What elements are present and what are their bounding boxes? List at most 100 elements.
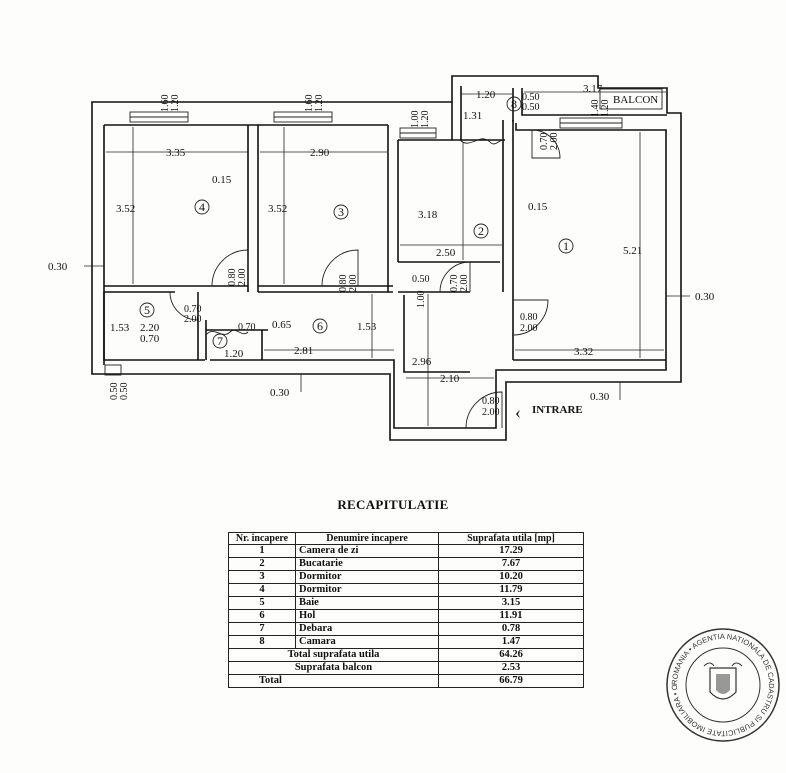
dim-label: 5.21 (623, 245, 642, 257)
entrance-arrow: ‹ (515, 402, 521, 422)
dim-label: 3.35 (166, 147, 186, 159)
dim-label: 0.70 (184, 304, 202, 315)
total-utila-value: 64.26 (438, 648, 584, 662)
cell-name: Baie (295, 596, 439, 610)
recap-table: Nr. incapere Denumire incapere Suprafata… (228, 532, 584, 688)
balcon-label: BALCON (613, 94, 658, 106)
dim-label: 0.30 (695, 291, 715, 303)
dim-label: 0.50 (119, 383, 130, 401)
dim-label: 3.17 (583, 83, 603, 95)
cell-name: Dormitor (295, 570, 439, 584)
cell-nr: 3 (228, 570, 296, 584)
svg-text:6: 6 (317, 319, 323, 333)
cell-nr: 4 (228, 583, 296, 597)
doors (169, 129, 561, 429)
dim-label: 1.40 (590, 100, 601, 118)
dim-label: 2.96 (412, 356, 432, 368)
recap-header-row: Nr. incapere Denumire incapere Suprafata… (228, 532, 584, 545)
entrance-label: INTRARE (532, 404, 583, 416)
dim-label: 0.80 (482, 396, 500, 407)
total-utila-label: Total suprafata utila (228, 648, 439, 662)
cell-nr: 5 (228, 596, 296, 610)
dim-label: 3.18 (418, 209, 438, 221)
dim-label: 0.80 (338, 275, 349, 293)
cell-nr: 1 (228, 544, 296, 558)
dim-label: 2.00 (237, 269, 248, 287)
svg-text:2: 2 (478, 224, 484, 238)
cell-area: 0.78 (438, 622, 584, 636)
dim-label: 0.50 (522, 92, 540, 103)
dim-label: 0.30 (590, 391, 610, 403)
dim-label: 0.80 (227, 269, 238, 287)
dim-label: 2.00 (184, 314, 202, 325)
dim-label: 0.50 (522, 102, 540, 113)
room-marker: 5 (139, 302, 155, 318)
cell-nr: 7 (228, 622, 296, 636)
room-marker: 8 (506, 96, 522, 112)
dim-label: 2.50 (436, 247, 456, 259)
cell-area: 10.20 (438, 570, 584, 584)
dim-label: 3.52 (116, 203, 135, 215)
cell-area: 3.15 (438, 596, 584, 610)
dim-label: 1.31 (463, 110, 482, 122)
total-label: Total (228, 674, 439, 688)
dim-label: 0.70 (539, 133, 550, 151)
cell-name: Camera de zi (295, 544, 439, 558)
dim-label: 3.52 (268, 203, 287, 215)
cell-name: Camara (295, 635, 439, 649)
cell-area: 11.79 (438, 583, 584, 597)
room-marker: 1 (558, 238, 574, 254)
cell-nr: 2 (228, 557, 296, 571)
dim-label: 0.70 (238, 322, 256, 333)
cell-area: 17.29 (438, 544, 584, 558)
dim-label: 1.53 (110, 322, 130, 334)
svg-text:1: 1 (563, 239, 569, 253)
dim-label: 2.90 (310, 147, 330, 159)
coat-of-arms-icon (703, 662, 743, 700)
cell-area: 11.91 (438, 609, 584, 623)
floor-plan: 1 2 3 4 5 6 7 8 BALCON INTRARE ‹ 3.35 3.… (48, 75, 715, 441)
room-marker: 6 (312, 318, 328, 334)
dim-label: 1.20 (420, 111, 431, 129)
dim-label: 0.50 (109, 383, 120, 401)
cell-area: 7.67 (438, 557, 584, 571)
vertical-dimension-labels: 1.60 1.20 1.60 1.20 1.00 1.20 1.40 1.20 … (109, 95, 611, 401)
dim-label: 1.20 (224, 348, 244, 360)
cell-name: Bucatarie (295, 557, 439, 571)
dim-label: 0.30 (270, 387, 290, 399)
header-area: Suprafata utila [mp] (438, 532, 584, 545)
header-name: Denumire incapere (295, 532, 439, 545)
windows (104, 111, 623, 376)
balcon-label: Suprafata balcon (228, 661, 439, 675)
room-marker: 2 (473, 223, 489, 239)
official-stamp: ROMANIA • AGENTIA NATIONALA DE CADASTRU … (664, 626, 780, 742)
dim-label: 1.20 (314, 95, 325, 113)
room-marker: 3 (333, 204, 349, 220)
cell-name: Debara (295, 622, 439, 636)
balcon-value: 2.53 (438, 661, 584, 675)
dim-label: 1.53 (357, 321, 377, 333)
dim-label: 0.15 (212, 174, 232, 186)
dim-label: 0.80 (520, 312, 538, 323)
dim-label: 1.60 (160, 95, 171, 113)
dim-label: 1.60 (304, 95, 315, 113)
dim-label: 2.81 (294, 345, 313, 357)
cell-nr: 6 (228, 609, 296, 623)
dim-label: 1.00 (410, 111, 421, 129)
cell-name: Hol (295, 609, 439, 623)
dim-label: 0.50 (412, 274, 430, 285)
room-marker: 4 (194, 199, 210, 215)
room-numbers: 1 2 3 4 5 6 7 8 (139, 96, 574, 349)
dimension-labels: 3.35 3.52 0.15 2.90 3.52 2.50 3.18 0.15 … (48, 83, 715, 418)
svg-text:8: 8 (511, 97, 517, 111)
